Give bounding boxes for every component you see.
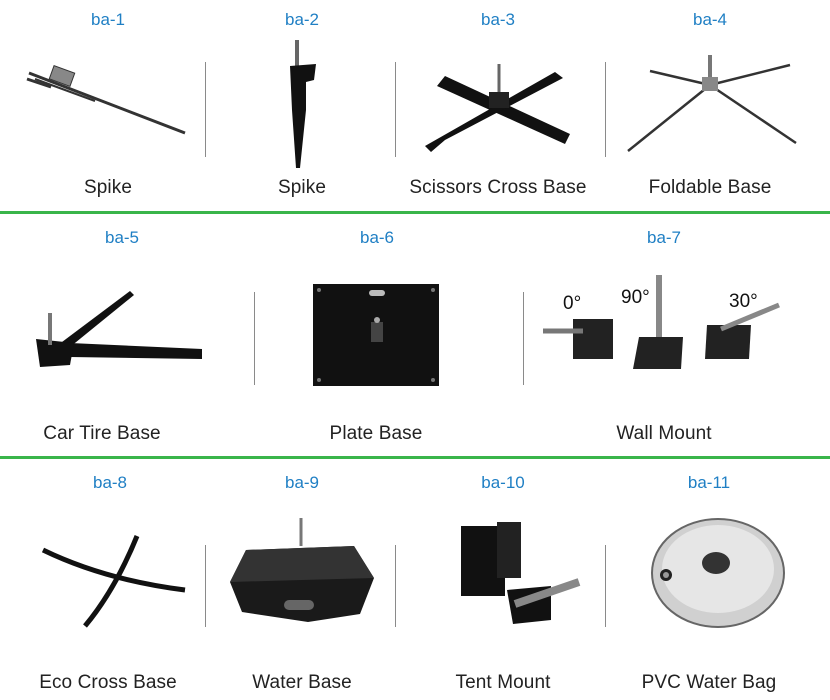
product-name-ba-6: Plate Base (329, 423, 423, 444)
product-code-ba-6: ba-6 (359, 228, 395, 247)
spike-image-ba-2 (290, 40, 316, 168)
product-name-ba-2: Spike (277, 177, 327, 198)
column-divider (254, 292, 255, 385)
product-name-ba-3: Scissors Cross Base (409, 177, 587, 198)
product-code-ba-3: ba-3 (480, 10, 516, 29)
product-code-ba-5: ba-5 (104, 228, 140, 247)
column-divider (205, 62, 206, 157)
product-name-ba-5: Car Tire Base (43, 423, 161, 444)
product-code-ba-11: ba-11 (687, 473, 731, 492)
car-tire-base-image-ba-5 (36, 291, 202, 367)
scissors-cross-image-ba-3 (425, 64, 570, 152)
product-code-ba-10: ba-10 (481, 473, 525, 492)
product-name-ba-9: Water Base (252, 672, 352, 693)
product-name-ba-7: Wall Mount (616, 423, 712, 444)
pvc-water-bag-image-ba-11 (651, 518, 785, 628)
product-code-ba-7: ba-7 (646, 228, 682, 247)
product-code-ba-9: ba-9 (284, 473, 320, 492)
wall-mount-image-ba-7: 0° 90° 30° (543, 275, 780, 369)
row-divider (0, 211, 830, 214)
plate-base-image-ba-6 (313, 284, 439, 386)
column-divider (523, 292, 524, 385)
product-code-ba-8: ba-8 (92, 473, 128, 492)
column-divider (395, 545, 396, 627)
column-divider (205, 545, 206, 627)
eco-cross-base-image-ba-8 (41, 535, 186, 628)
product-code-ba-4: ba-4 (692, 10, 728, 29)
row-divider (0, 456, 830, 459)
angle-90-label: 90° (621, 287, 650, 308)
angle-0-label: 0° (563, 293, 581, 314)
product-name-ba-11: PVC Water Bag (641, 672, 777, 693)
column-divider (395, 62, 396, 157)
spike-image-ba-1 (26, 65, 186, 135)
product-code-ba-2: ba-2 (284, 10, 320, 29)
water-base-image-ba-9 (230, 518, 374, 622)
product-name-ba-8: Eco Cross Base (39, 672, 177, 693)
product-code-ba-1: ba-1 (90, 10, 126, 29)
foldable-base-image-ba-4 (627, 55, 797, 152)
column-divider (605, 62, 606, 157)
column-divider (605, 545, 606, 627)
product-name-ba-10: Tent Mount (455, 672, 551, 693)
product-name-ba-4: Foldable Base (648, 177, 772, 198)
product-name-ba-1: Spike (83, 177, 133, 198)
angle-30-label: 30° (729, 291, 758, 312)
tent-mount-image-ba-10 (461, 522, 581, 624)
